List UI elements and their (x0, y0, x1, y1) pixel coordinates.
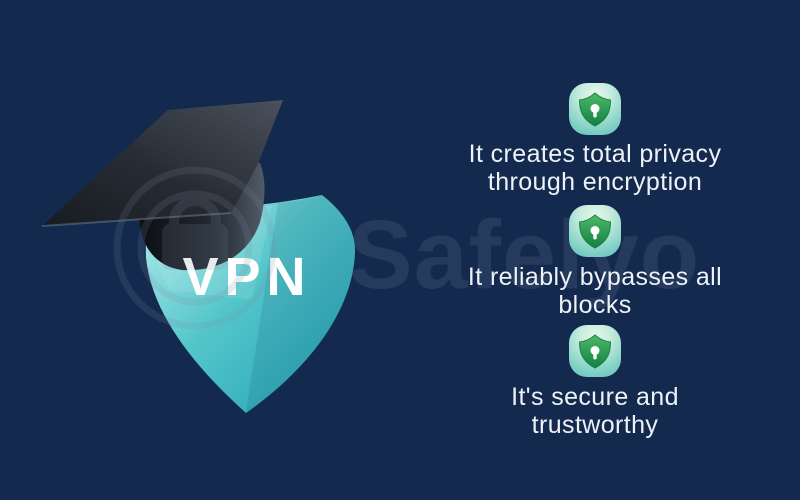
benefit-line: through encryption (487, 168, 703, 196)
vpn-label: VPN (182, 247, 311, 307)
shield-shape (145, 195, 356, 413)
benefit-line: It creates total privacy (468, 140, 722, 168)
watermark-padlock-body-icon (162, 224, 228, 270)
shield-lock-badge-icon (569, 325, 621, 377)
graduation-cap-board (42, 100, 283, 226)
shield-lock-badge-icon (569, 205, 621, 257)
benefit-text: It's secure and trustworthy (420, 383, 770, 439)
shield-facet-light (151, 201, 272, 300)
shield-lock-badge-icon (569, 83, 621, 135)
benefit-line: trustworthy (531, 411, 659, 439)
graduation-cap-head (139, 140, 265, 271)
vpn-shield-illustration: VPN (41, 100, 356, 413)
benefit-text: It creates total privacy through encrypt… (420, 140, 770, 196)
benefits-list: It creates total privacy through encrypt… (420, 0, 770, 500)
watermark-padlock-shackle-icon (169, 196, 221, 226)
benefit-line: It reliably bypasses all (467, 263, 723, 291)
watermark-ring-outer (113, 166, 277, 330)
shield-facet-dark (246, 195, 356, 413)
benefit-text: It reliably bypasses all blocks (420, 263, 770, 319)
graduation-cap-board-edge (41, 212, 232, 227)
watermark-ring-inner (137, 190, 253, 306)
benefit-line: blocks (558, 291, 632, 319)
benefit-line: It's secure and (511, 383, 679, 411)
